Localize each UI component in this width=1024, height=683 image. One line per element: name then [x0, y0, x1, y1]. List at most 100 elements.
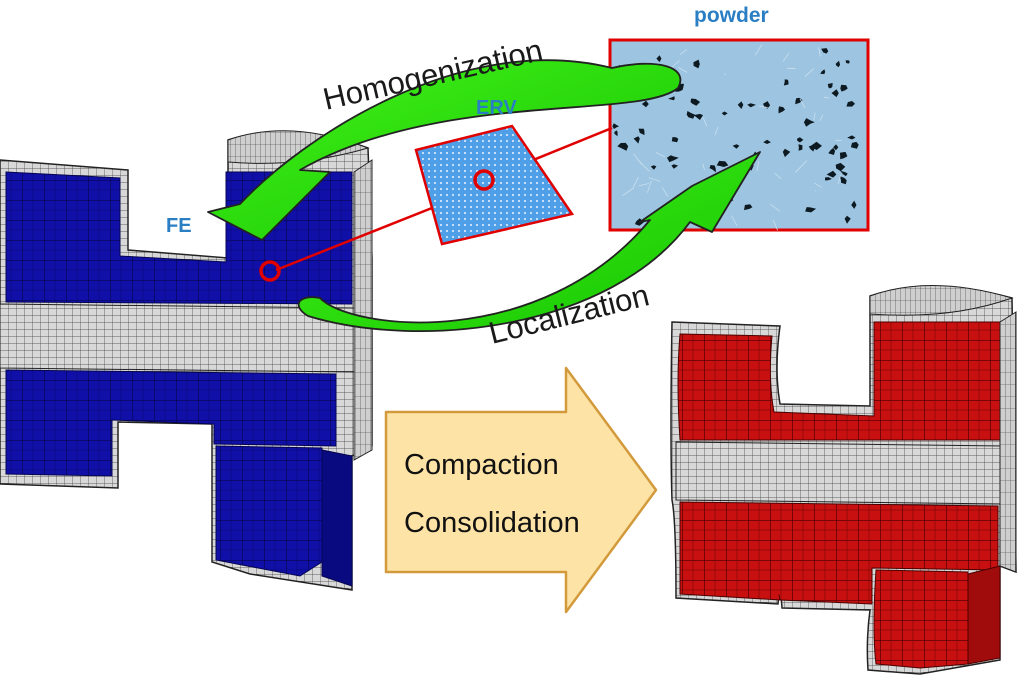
- powder-pore: [820, 69, 826, 75]
- powder-grain-boundary: [814, 182, 822, 188]
- powder-pore: [831, 89, 839, 98]
- erv-point-marker: [473, 169, 495, 191]
- powder-pore: [709, 165, 716, 173]
- powder-pore: [737, 101, 744, 109]
- fe-mesh-part: [0, 130, 373, 591]
- powder-grain-boundary: [774, 172, 782, 179]
- powder-pore: [844, 215, 851, 224]
- powder-pore: [835, 162, 846, 172]
- powder-grain-boundary: [655, 151, 666, 158]
- powder-pore: [805, 207, 817, 213]
- powder-grain-boundary: [804, 68, 815, 77]
- fe-part-blue-foot: [215, 445, 323, 577]
- powder-grain-boundary: [819, 114, 824, 122]
- powder-grain-boundary: [648, 177, 661, 182]
- powder-grain-boundary: [662, 187, 668, 197]
- powder-grain-boundary: [770, 204, 781, 212]
- powder-pore: [617, 142, 629, 151]
- red-part-upper: [677, 321, 1001, 441]
- link-fe-to-erv: [275, 204, 438, 272]
- fe-part-side-strip: [353, 159, 373, 461]
- powder-pore: [614, 130, 618, 137]
- powder-grain-boundary: [782, 52, 790, 62]
- powder-grain-boundary: [678, 67, 688, 73]
- powder-grain-boundary: [647, 180, 652, 193]
- process-arrow-shape: [384, 366, 658, 614]
- powder-grain-boundary: [638, 183, 650, 187]
- powder-grain-boundary: [702, 163, 705, 170]
- powder-pore: [798, 144, 803, 151]
- red-part-side-strip: [999, 311, 1017, 573]
- powder-pore: [827, 83, 833, 89]
- red-part-foot-side: [967, 565, 1001, 665]
- powder-pore: [612, 123, 620, 129]
- powder-pore: [721, 111, 728, 116]
- powder-pore: [839, 176, 847, 185]
- powder-pore: [732, 144, 740, 149]
- powder-pore: [638, 128, 645, 136]
- powder-grain-boundary: [837, 175, 841, 185]
- powder-grain-boundary: [632, 176, 639, 188]
- powder-pore: [778, 106, 786, 114]
- powder-pore: [851, 200, 857, 209]
- powder-pore: [825, 177, 832, 181]
- erv-element: [414, 124, 575, 246]
- powder-grain-boundary: [818, 47, 821, 57]
- powder-grain-boundary: [795, 160, 808, 173]
- red-part-cap: [869, 284, 1014, 316]
- powder-grain-boundary: [754, 44, 763, 56]
- powder-pore: [650, 165, 657, 170]
- powder-pore: [847, 135, 856, 140]
- powder-pore: [826, 170, 837, 178]
- powder-pore: [633, 136, 640, 144]
- consolidated-part: [670, 284, 1017, 675]
- powder-grain-boundary: [772, 219, 778, 231]
- powder-grain-boundary: [813, 112, 816, 121]
- powder-grain-boundary: [758, 105, 768, 108]
- powder-pore: [671, 164, 679, 169]
- powder-grain-boundary: [622, 187, 635, 196]
- powder-grain-boundary: [731, 215, 738, 227]
- powder-pore: [693, 113, 703, 120]
- powder-pore: [839, 151, 848, 160]
- fe-part-blue-lower: [5, 369, 337, 477]
- powder-pore: [840, 84, 848, 92]
- powder-grain-boundary: [756, 160, 760, 171]
- powder-pore: [690, 98, 701, 106]
- fe-part-foot-side: [321, 449, 353, 587]
- powder-pore: [833, 144, 839, 151]
- erv-quad: [414, 124, 575, 246]
- powder-pore: [668, 96, 675, 101]
- powder-pore: [803, 118, 815, 127]
- powder-pore: [850, 141, 859, 149]
- powder-pore: [782, 148, 791, 158]
- red-part-lower: [679, 501, 999, 605]
- powder-label: powder: [694, 4, 769, 27]
- powder-pore: [747, 103, 756, 108]
- powder-pore: [693, 59, 700, 69]
- red-part-foot: [873, 569, 969, 669]
- powder-pore: [716, 160, 729, 167]
- powder-pore: [656, 55, 662, 63]
- powder-pore: [810, 141, 822, 151]
- powder-pore: [840, 170, 848, 177]
- erv-label: ERV: [476, 97, 517, 119]
- process-step-compaction: Compaction: [404, 449, 559, 481]
- powder-pore: [828, 147, 836, 155]
- powder-pore: [797, 137, 804, 143]
- powder-pore: [744, 204, 753, 211]
- powder-grain-boundary: [679, 48, 688, 55]
- powder-pore: [845, 60, 850, 64]
- powder-grain-boundary: [637, 159, 650, 172]
- red-part-mid-band: [675, 441, 1005, 505]
- localization-arrow: [297, 151, 761, 332]
- process-step-consolidation: Consolidation: [404, 507, 580, 539]
- homogenization-arrow: [207, 59, 682, 241]
- powder-pore: [846, 101, 855, 107]
- fe-part-mid-band: [0, 303, 355, 373]
- process-arrow: Compaction Consolidation: [384, 366, 658, 614]
- powder-grain-boundary: [702, 117, 708, 127]
- fe-point-marker: [259, 260, 281, 282]
- powder-grain-boundary: [823, 96, 829, 99]
